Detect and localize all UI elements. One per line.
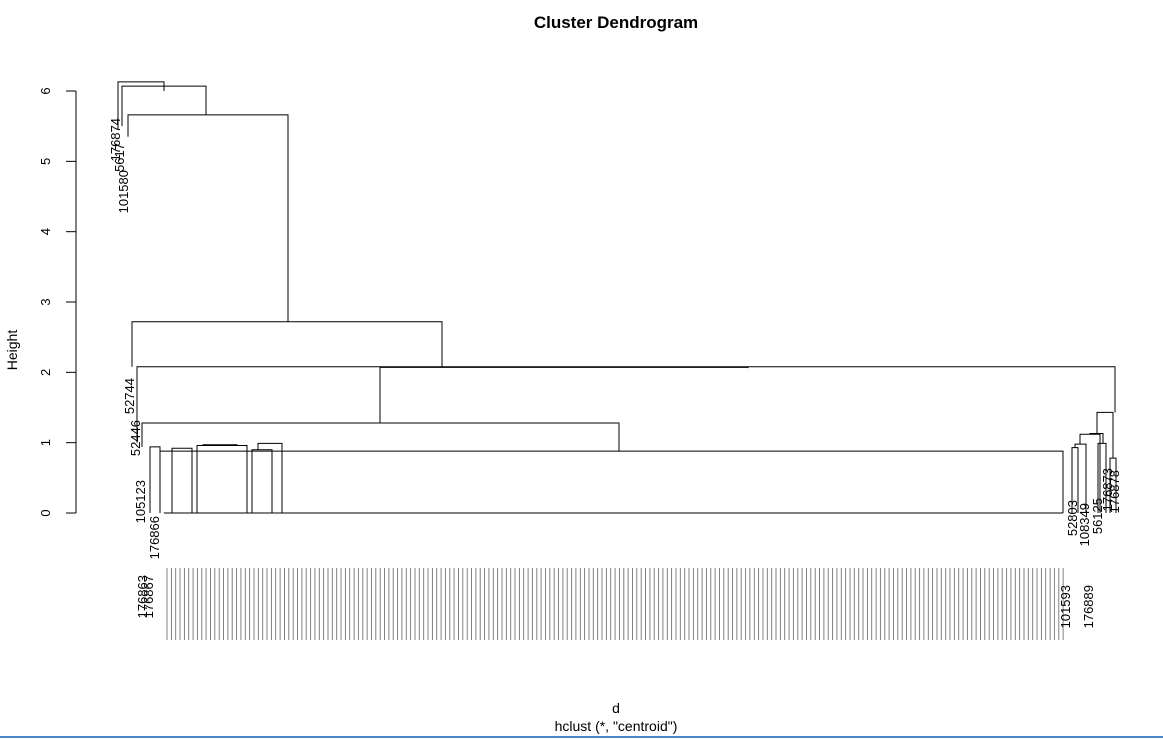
merge-link (379, 366, 749, 423)
merge-link (1109, 457, 1117, 513)
leaf-label: 52803 (1065, 500, 1080, 536)
leaf-label: 101580 (116, 170, 131, 213)
y-tick-label: 3 (38, 298, 53, 305)
y-tick-label: 6 (38, 87, 53, 94)
chart-title: Cluster Dendrogram (534, 13, 698, 32)
merge-link (1097, 442, 1107, 513)
merge-link (257, 442, 283, 513)
y-axis: 0 1 2 3 4 5 6 (38, 87, 77, 517)
merge-link (117, 81, 165, 130)
leaf-label: 52744 (122, 378, 137, 414)
merge-link (136, 366, 1116, 443)
leaf-label: 5617 (112, 143, 127, 172)
y-tick-label: 5 (38, 158, 53, 165)
merge-link (141, 422, 620, 452)
leaf-label: 105123 (133, 480, 148, 523)
merge-link (1074, 443, 1087, 513)
y-tick-label: 4 (38, 228, 53, 235)
leaf-label: 176866 (147, 516, 162, 559)
merge-link (171, 447, 193, 513)
merge-link (1096, 411, 1114, 459)
x-axis-sublabel: hclust (*, "centroid") (555, 718, 678, 734)
merge-link (159, 450, 1064, 513)
merge-link (202, 444, 238, 446)
y-axis-label: Height (4, 330, 20, 371)
window-bottom-border (0, 736, 1163, 738)
leaf-label: 101593 (1058, 585, 1073, 628)
leaf-label: 176889 (1081, 585, 1096, 628)
merge-link (149, 446, 161, 513)
leaf-label: 52446 (128, 420, 143, 456)
leaf-label: 176873 (1100, 468, 1115, 511)
merge-link (131, 321, 443, 367)
leaf-label: 176867 (141, 575, 156, 618)
merge-link (1089, 433, 1104, 444)
leaf-label: 108349 (1077, 503, 1092, 546)
dendrogram-tree (117, 81, 1117, 514)
merge-link (121, 85, 207, 127)
y-tick-label: 0 (38, 509, 53, 516)
leaf-label: 176878 (1107, 470, 1122, 513)
merge-link (127, 114, 289, 322)
leaf-label: 176863 (135, 575, 150, 618)
merge-link (196, 444, 248, 513)
leaf-label: 176874 (108, 118, 123, 161)
leaf-label: 56125 (1090, 498, 1105, 534)
x-axis-label: d (612, 700, 620, 716)
y-tick-label: 2 (38, 369, 53, 376)
y-tick-label: 1 (38, 439, 53, 446)
merge-link (251, 449, 273, 513)
